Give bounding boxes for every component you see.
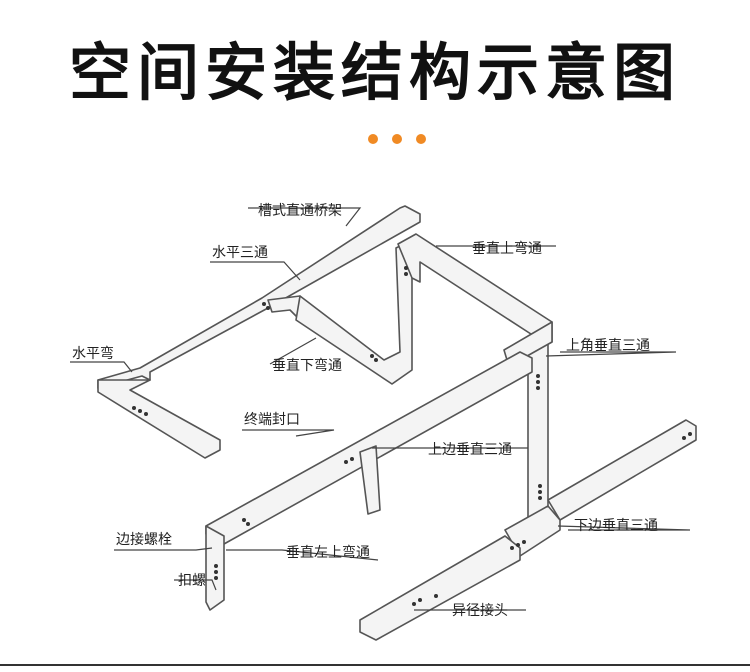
label-trough-straight: 槽式直通桥架 <box>258 202 342 219</box>
reducer-tray <box>359 535 521 641</box>
label-end-cap: 终端封口 <box>244 412 300 428</box>
label-vertical-left-up-bend: 垂直左上弯通 <box>286 544 370 561</box>
label-horizontal-bend: 水平弯 <box>72 345 114 362</box>
page-title: 空间安装结构示意图 <box>68 36 681 109</box>
label-upper-corner-vertical-tee: 上角垂直三通 <box>566 337 650 354</box>
label-lower-side-vertical-tee: 下边垂直三通 <box>574 517 658 534</box>
dot-3 <box>416 134 426 144</box>
vertical-left-up-bend-piece <box>205 525 225 611</box>
trough-straight-tray <box>97 205 421 389</box>
lower-right-tray <box>547 419 697 521</box>
label-vertical-down-bend: 垂直下弯通 <box>272 357 342 374</box>
horizontal-bend-piece <box>97 379 221 459</box>
dot-2 <box>392 134 402 144</box>
label-vertical-up-bend: 垂直上弯通 <box>472 240 542 257</box>
dot-1 <box>368 134 378 144</box>
label-edge-bolt: 边接螺栓 <box>116 531 172 548</box>
label-horizontal-tee: 水平三通 <box>212 245 268 261</box>
label-reducer-joint: 异径接头 <box>452 602 508 619</box>
label-upper-side-vertical-tee: 上边垂直三通 <box>428 441 512 458</box>
bottom-divider <box>0 664 750 666</box>
label-clip-nut: 扣螺 <box>178 573 206 589</box>
upper-side-tee-leg <box>359 445 381 515</box>
decorative-dots <box>368 134 438 148</box>
